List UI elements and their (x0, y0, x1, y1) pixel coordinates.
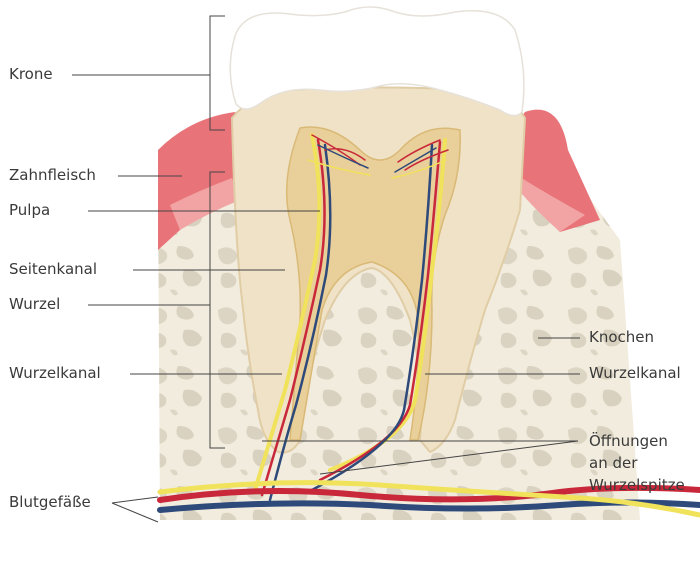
label-pulpa: Pulpa (9, 202, 50, 219)
label-seitenkanal: Seitenkanal (9, 261, 97, 278)
label-blutgefaesse: Blutgefäße (9, 494, 91, 511)
label-krone: Krone (9, 66, 53, 83)
label-wurzel: Wurzel (9, 296, 60, 313)
label-wurzelkanal-left: Wurzelkanal (9, 365, 101, 382)
label-knochen: Knochen (589, 329, 654, 346)
label-zahnfleisch: Zahnfleisch (9, 167, 96, 184)
label-wurzelkanal-right: Wurzelkanal (589, 365, 681, 382)
label-oeffnungen: Öffnungen an der Wurzelspitze (589, 430, 685, 496)
